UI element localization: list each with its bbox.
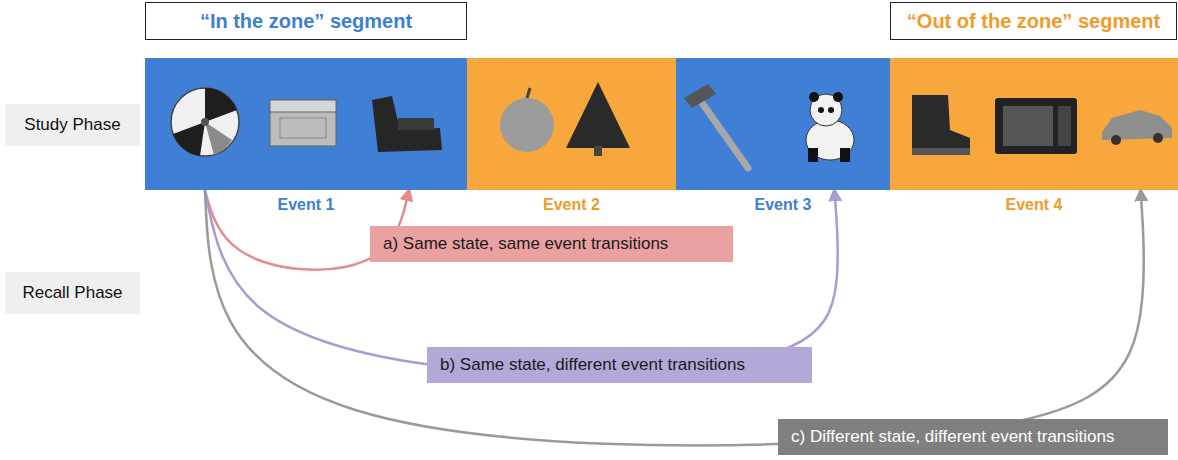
event-label: Event 2: [467, 196, 676, 214]
segment-header-box: “Out of the zone” segment: [890, 2, 1177, 40]
event-label: Event 1: [145, 196, 467, 214]
chair-picture: [372, 96, 442, 152]
event-band: Event 4: [890, 58, 1178, 190]
apple-picture: [500, 88, 554, 152]
event-label: Event 3: [676, 196, 890, 214]
transition-label: a) Same state, same event transitions: [370, 226, 733, 262]
phase-label: Study Phase: [24, 115, 120, 135]
segment-title: “Out of the zone” segment: [907, 10, 1160, 33]
transition-label: b) Same state, different event transitio…: [427, 347, 812, 383]
event-band: Event 2: [467, 58, 676, 190]
event-band: Event 3: [676, 58, 890, 190]
event-band: Event 1: [145, 58, 467, 190]
panda-picture: [806, 92, 854, 162]
phase-label: Recall Phase: [22, 283, 122, 303]
box-picture: [270, 100, 336, 146]
transition-arrow: [205, 190, 1144, 445]
car-picture: [1102, 110, 1172, 145]
microwave-picture: [995, 98, 1077, 154]
tree-picture: [566, 82, 630, 156]
event-label: Event 4: [890, 196, 1178, 214]
hammer-picture: [684, 84, 748, 168]
segment-title: “In the zone” segment: [200, 10, 412, 33]
boot-picture: [912, 95, 970, 155]
beach-ball-picture: [171, 88, 239, 156]
phase-label-box: Recall Phase: [5, 272, 140, 314]
transition-label: c) Different state, different event tran…: [778, 419, 1168, 455]
segment-header-box: “In the zone” segment: [145, 2, 467, 40]
phase-label-box: Study Phase: [5, 104, 140, 146]
